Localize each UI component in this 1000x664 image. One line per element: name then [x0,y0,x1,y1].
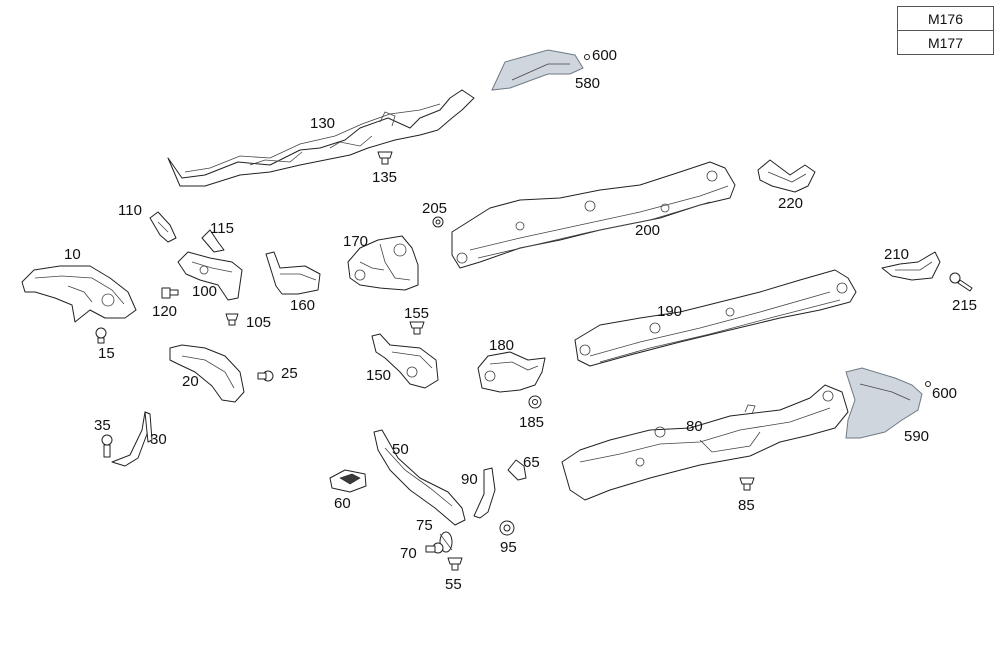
callout-65: 65 [523,454,540,471]
part-35-bolt [101,434,113,458]
part-210-bracket [881,251,941,281]
callout-70: 70 [400,545,417,562]
model-table: M176 M177 [897,6,994,55]
callout-110: 110 [118,202,142,219]
callout-50: 50 [392,441,409,458]
callout-200: 200 [635,222,660,239]
callout-220: 220 [778,195,803,212]
part-60-clip [329,469,367,493]
callout-160: 160 [290,297,315,314]
callout-100: 100 [192,283,217,300]
part-600-clip-top [584,54,590,60]
callout-25: 25 [281,365,298,382]
callout-590: 590 [904,428,929,445]
part-185-nut [528,395,542,409]
callout-135: 135 [372,169,397,186]
part-580-heat-shield [491,49,584,91]
part-160-shield [265,251,321,295]
callout-55: 55 [445,576,462,593]
callout-80: 80 [686,418,703,435]
part-150-shield [371,333,439,389]
part-220-bracket [757,159,816,193]
callout-580: 580 [575,75,600,92]
callout-95: 95 [500,539,517,556]
part-115-clip [201,229,225,253]
part-25-bolt [257,370,274,382]
part-110-clip [149,211,177,243]
part-20-heat-shield [169,344,245,403]
callout-60: 60 [334,495,351,512]
part-190-rail-shield [574,269,857,367]
callout-600-top: 600 [592,47,617,64]
callout-20: 20 [182,373,199,390]
callout-120: 120 [152,303,177,320]
callout-170: 170 [343,233,368,250]
part-215-bolt [949,272,973,292]
callout-210: 210 [884,246,909,263]
callout-115: 115 [210,220,234,237]
part-600-clip-right [925,381,931,387]
callout-215: 215 [952,297,977,314]
part-155-fastener [409,321,425,335]
part-170-shield [347,235,419,291]
part-10-heat-shield [21,265,137,323]
part-80-heat-shield [561,384,849,501]
part-70-bolt [425,542,444,554]
part-90-bracket [473,467,496,519]
callout-205: 205 [422,200,447,217]
part-85-fastener [739,477,755,491]
callout-155: 155 [404,305,429,322]
callout-75: 75 [416,517,433,534]
part-100-bracket [177,251,243,301]
part-200-rail-shield [451,161,736,269]
callout-15: 15 [98,345,115,362]
callout-180: 180 [489,337,514,354]
callout-105: 105 [246,314,271,331]
part-95-nut [499,520,515,536]
callout-130: 130 [310,115,335,132]
callout-30: 30 [150,431,167,448]
part-590-heat-shield [845,367,923,439]
callout-85: 85 [738,497,755,514]
callout-185: 185 [519,414,544,431]
callout-10: 10 [64,246,81,263]
part-55-fastener [447,557,463,571]
part-180-shield [477,351,546,393]
part-50-shield [373,429,466,526]
callout-90: 90 [461,471,478,488]
part-205-washer [432,216,444,228]
callout-190: 190 [657,303,682,320]
part-30-bracket [111,411,153,467]
callout-600-right: 600 [932,385,957,402]
callout-150: 150 [366,367,391,384]
part-65-clip [507,459,527,481]
part-120-bolt [161,287,179,299]
model-m177: M177 [897,30,994,55]
callout-35: 35 [94,417,111,434]
part-130-heat-shield [167,89,475,187]
part-135-fastener [377,151,393,165]
model-m176: M176 [897,6,994,31]
part-15-bolt [95,327,107,344]
part-105-fastener [225,313,239,326]
